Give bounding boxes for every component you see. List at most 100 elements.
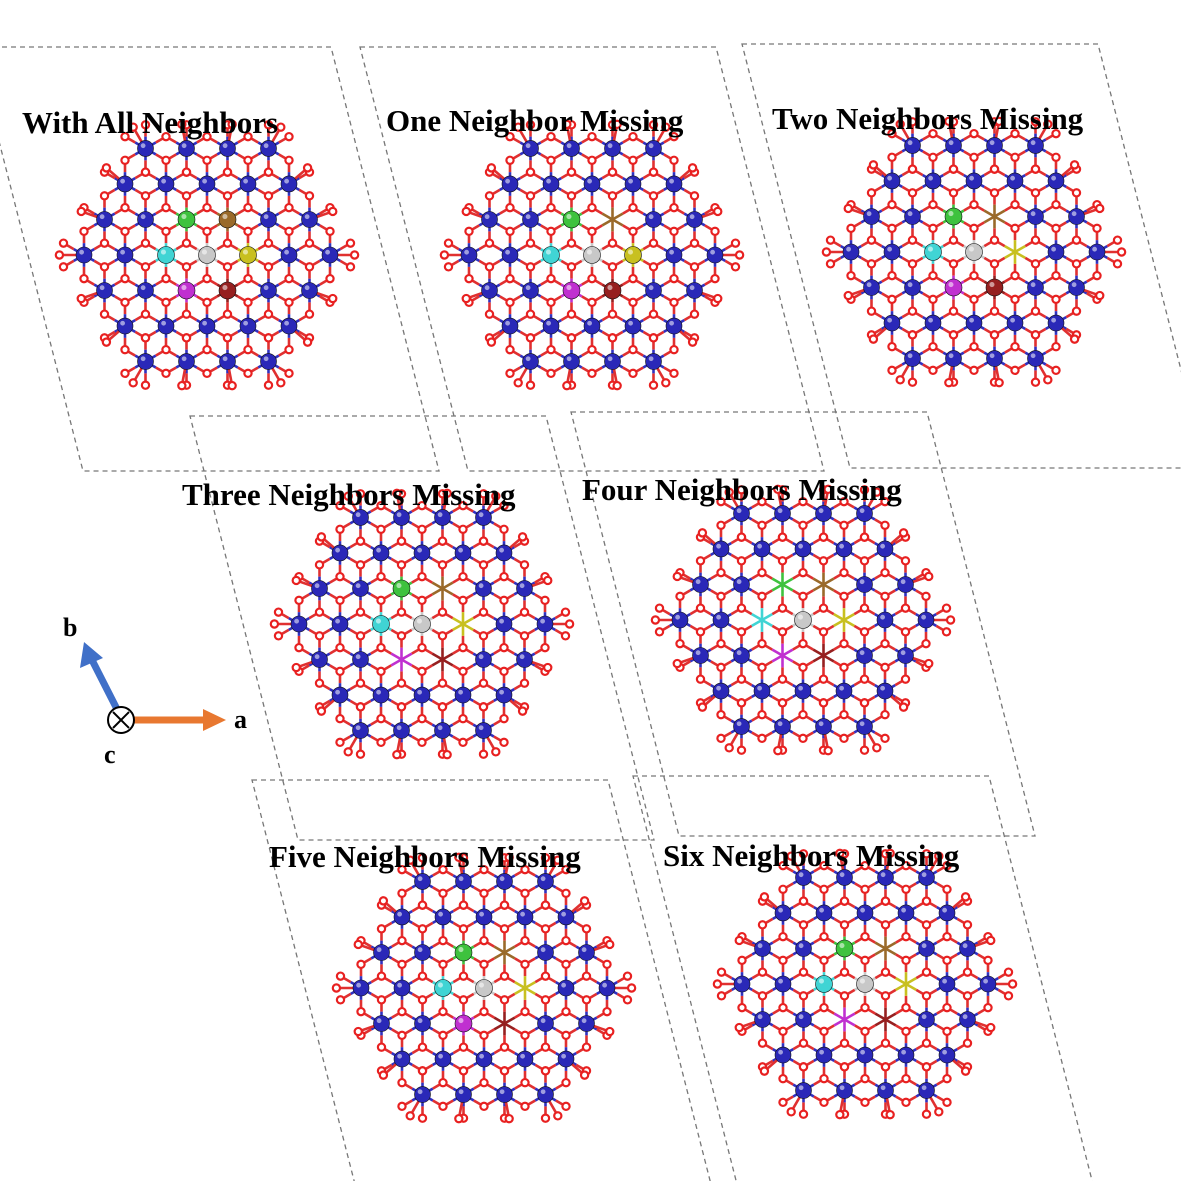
oxygen-atom [612,119,622,130]
metal-atom [665,317,683,335]
neighbor-atom-green [562,210,581,229]
metal-atom [393,979,411,997]
oxygen-atom [777,603,788,613]
neighbor-atom-magenta [562,281,581,300]
oxygen-atom [140,238,151,248]
oxygen-atom [181,238,192,248]
metal-atom [372,686,390,704]
oxygen-atom [948,164,959,174]
oxygen-atom [994,377,1004,388]
oxygen-atom [835,1109,845,1120]
oxygen-atom [866,306,877,316]
metal-atom [604,353,621,370]
oxygen-atom [901,955,911,966]
oxygen-atom [669,344,679,355]
metal-atom [1047,172,1065,190]
metal-atom [959,1011,976,1028]
oxygen-atom [1095,203,1105,214]
oxygen-atom [921,920,932,930]
oxygen-atom [458,666,468,677]
neighbor-atom-center [856,975,874,993]
oxygen-atom [484,191,495,201]
metal-atom [856,505,873,522]
oxygen-atom [120,297,130,308]
oxygen-atom [546,202,556,213]
oxygen-atom [1043,119,1053,129]
metal-atom [924,314,942,332]
oxygen-atom [778,884,788,895]
oxygen-atom [499,595,509,606]
metal-atom [393,1050,411,1068]
panel-title-all: With All Neighbors [22,105,278,140]
oxygen-atom [458,713,468,724]
metal-atom [692,576,709,593]
oxygen-atom [561,1030,571,1041]
oxygen-atom [581,924,592,934]
oxygen-atom [417,1113,428,1123]
oxygen-atom [757,662,767,673]
neighbor-atom-cyan [542,246,560,264]
oxygen-atom [222,262,233,272]
oxygen-atom [58,238,69,248]
metal-atom [413,544,431,562]
oxygen-atom [181,309,192,319]
oxygen-atom [505,202,515,213]
oxygen-atom [602,1006,612,1017]
oxygen-atom [669,155,679,166]
oxygen-atom [505,155,515,166]
metal-atom [945,350,962,367]
metal-atom [434,908,452,926]
metal-atom [495,686,513,704]
oxygen-atom [880,733,890,744]
oxygen-atom [479,1030,489,1041]
oxygen-atom [520,1030,530,1041]
metal-atom [883,314,901,332]
metal-atom [481,211,498,228]
oxygen-atom [581,1042,592,1052]
oxygen-atom [900,556,911,566]
oxygen-atom [579,896,590,906]
oxygen-atom [798,662,808,673]
oxygen-atom [543,575,553,586]
oxygen-atom [983,1002,993,1013]
oxygen-atom [969,365,979,376]
oxygen-atom [546,344,556,355]
metal-atom [1027,208,1044,225]
metal-atom [393,722,410,739]
metal-atom [137,211,154,228]
oxygen-atom [969,341,979,352]
metal-atom [671,611,689,629]
oxygen-atom [499,524,509,535]
metal-atom [522,282,539,299]
oxygen-atom [161,344,171,355]
metal-atom [557,1050,575,1068]
oxygen-atom [1007,979,1018,989]
oxygen-atom [1030,117,1041,127]
metal-atom [945,137,962,154]
metal-atom [481,282,498,299]
oxygen-atom [222,167,233,177]
oxygen-atom [587,131,597,142]
oxygen-atom [777,674,788,684]
oxygen-atom [669,273,679,284]
oxygen-atom [564,619,575,629]
oxygen-atom [479,1101,489,1112]
oxygen-atom [730,262,741,272]
oxygen-atom [798,520,808,531]
oxygen-atom [1051,341,1061,352]
oxygen-atom [880,520,890,531]
metal-atom [835,540,853,558]
oxygen-atom [969,152,979,163]
oxygen-atom [960,892,971,902]
oxygen-atom [553,1111,563,1121]
metal-atom [455,1086,472,1103]
oxygen-atom [202,273,212,284]
oxygen-atom [519,560,530,570]
oxygen-atom [438,888,448,899]
metal-atom [219,353,236,370]
neighbor-atom-yellow [239,246,257,264]
metal-atom [876,682,894,700]
metal-atom [116,246,134,264]
oxygen-atom [505,273,515,284]
oxygen-atom [479,959,489,970]
